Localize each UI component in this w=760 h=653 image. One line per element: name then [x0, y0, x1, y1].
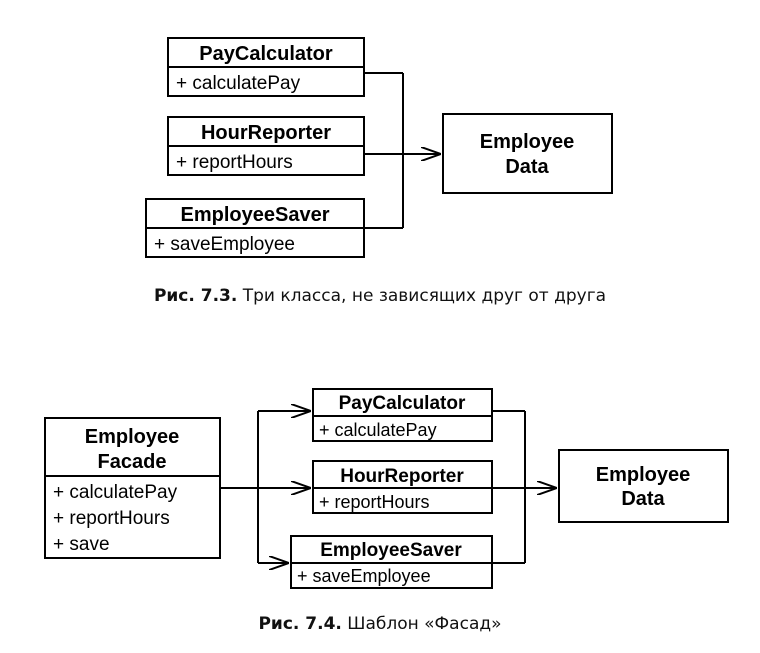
facade-title-line1: Employee	[85, 426, 179, 448]
figure-7-3-caption: Рис. 7.3. Три класса, не зависящих друг …	[0, 286, 760, 306]
hour-reporter-class-1: HourReporter + reportHours	[167, 116, 365, 176]
facade-method-calculate-pay: + calculatePay	[53, 482, 178, 503]
data-dependency-connectors	[492, 410, 557, 564]
facade-method-report-hours: + reportHours	[53, 508, 170, 529]
hour-reporter-class-2: HourReporter + reportHours	[312, 460, 493, 514]
dependency-connectors-1	[364, 72, 441, 229]
hour-reporter-name: HourReporter	[201, 122, 331, 144]
employee-facade-class: Employee Facade + calculatePay + reportH…	[44, 417, 221, 559]
facade-method-save: + save	[53, 534, 110, 555]
pay-calculator-class-2: PayCalculator + calculatePay	[312, 388, 493, 442]
figure-7-4-caption-label: Рис. 7.4.	[258, 614, 342, 634]
report-hours-method: + reportHours	[176, 152, 293, 173]
facade-delegation-connectors	[220, 411, 311, 563]
pay-calculator-name: PayCalculator	[199, 43, 333, 65]
figure-7-4-caption: Рис. 7.4. Шаблон «Фасад»	[0, 614, 760, 634]
facade-title-line2: Facade	[98, 451, 167, 473]
pay-calculator-class-1: PayCalculator + calculatePay	[167, 37, 365, 97]
figure-7-4-caption-text: Шаблон «Фасад»	[341, 614, 502, 634]
employee-saver-name: EmployeeSaver	[181, 204, 330, 226]
report-hours-method-2: + reportHours	[319, 492, 430, 512]
employee-saver-name-2: EmployeeSaver	[320, 540, 462, 561]
employee-data-class-2: Employee Data	[558, 449, 729, 523]
save-employee-method-2: + saveEmployee	[297, 566, 431, 586]
employee-data-line2: Data	[505, 156, 549, 178]
employee-data-line2-2: Data	[621, 488, 665, 510]
figure-7-3-caption-text: Три класса, не зависящих друг от друга	[237, 286, 607, 306]
calculate-pay-method: + calculatePay	[176, 73, 301, 94]
figure-7-3-caption-label: Рис. 7.3.	[153, 286, 238, 306]
pay-calculator-name-2: PayCalculator	[339, 393, 466, 414]
calculate-pay-method-2: + calculatePay	[319, 420, 437, 440]
employee-saver-class-2: EmployeeSaver + saveEmployee	[290, 535, 493, 589]
save-employee-method: + saveEmployee	[154, 234, 295, 255]
employee-data-line1-2: Employee	[596, 464, 690, 486]
hour-reporter-name-2: HourReporter	[340, 466, 464, 487]
employee-data-line1: Employee	[480, 131, 574, 153]
figure-7-3: PayCalculator + calculatePay HourReporte…	[145, 37, 613, 258]
figure-7-4: Employee Facade + calculatePay + reportH…	[44, 388, 729, 589]
employee-saver-class-1: EmployeeSaver + saveEmployee	[145, 198, 365, 258]
employee-data-class-1: Employee Data	[442, 113, 613, 194]
